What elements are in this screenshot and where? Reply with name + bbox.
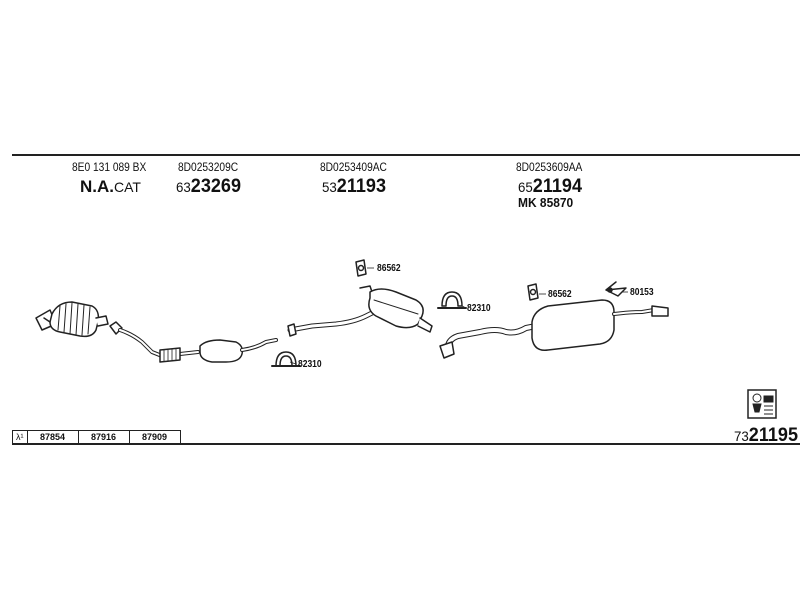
part-prefix: 53: [322, 179, 337, 195]
front-pipe: [109, 321, 278, 363]
callout-82310-rear: 82310: [467, 303, 491, 314]
oem-number-middle-silencer: 8D0253409AC: [320, 160, 387, 174]
part-prefix: 63: [176, 179, 191, 195]
bottom-rule: [12, 443, 800, 445]
kit-number: 7321195: [734, 426, 798, 445]
oem-number-rear-silencer: 8D0253609AA: [516, 160, 583, 174]
part-number-catalyst: N.A.CAT: [80, 178, 141, 195]
callout-80153: 80153: [630, 287, 654, 298]
kit-main: 21195: [748, 425, 799, 446]
oem-number-front-pipe: 8D0253209C: [178, 160, 239, 174]
rubber-mount-86562-middle: [355, 259, 367, 277]
part-number-rear-silencer: 6521194: [518, 177, 582, 196]
hanger-80153: [605, 281, 627, 297]
part-main: N.A.: [80, 177, 114, 196]
kit-prefix: 73: [734, 428, 749, 444]
clamp-82310-front: [271, 351, 301, 367]
clamp-82310-rear: [437, 291, 467, 309]
part-suffix: CAT: [114, 179, 141, 195]
part-number-front-pipe: 6323269: [176, 177, 241, 196]
part-prefix: 65: [518, 179, 533, 195]
callout-82310-front: 82310: [298, 359, 322, 370]
part-main: 21193: [336, 176, 387, 197]
rubber-mount-86562-rear: [527, 283, 539, 301]
lambda-sensor-table: λ¹ 87854 87916 87909: [12, 430, 181, 444]
leader-lines: [289, 267, 628, 365]
catalytic-converter: [35, 301, 109, 338]
middle-silencer: [287, 285, 433, 337]
part-main: 23269: [190, 176, 242, 197]
rear-silencer: [439, 299, 669, 359]
callout-86562-middle: 86562: [377, 263, 401, 274]
lambda-symbol: λ¹: [12, 430, 28, 444]
part-number-middle-silencer: 5321193: [322, 177, 386, 196]
part-main: 21194: [532, 176, 583, 197]
top-rule: [12, 154, 800, 156]
callout-86562-rear: 86562: [548, 289, 572, 300]
oem-number-catalyst: 8E0 131 089 BX: [72, 160, 147, 174]
lambda-code: 87916: [77, 430, 130, 444]
lambda-code: 87854: [26, 430, 79, 444]
lambda-code: 87909: [128, 430, 181, 444]
kit-info-icon: [747, 389, 777, 419]
mounting-kit-number: MK 85870: [518, 195, 574, 210]
